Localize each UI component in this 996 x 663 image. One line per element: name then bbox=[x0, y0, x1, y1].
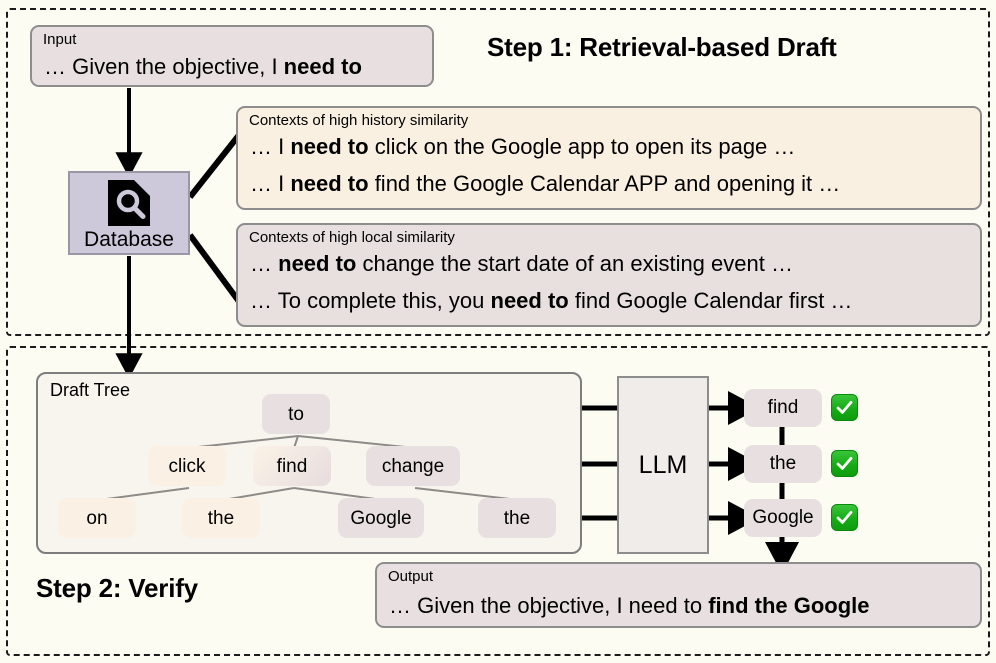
result-node-r3: Google bbox=[744, 499, 822, 537]
tree-node-label: Google bbox=[350, 507, 412, 529]
check-icon bbox=[831, 450, 858, 477]
context-box-history: Contexts of high history similarity … I … bbox=[236, 106, 982, 210]
tree-node-label: the bbox=[207, 507, 235, 529]
llm-block: LLM bbox=[617, 376, 709, 554]
tree-node-label: change bbox=[381, 455, 445, 477]
check-icon bbox=[831, 394, 858, 421]
result-node-r2: the bbox=[744, 445, 822, 483]
context-history-line-1: … I need to click on the Google app to o… bbox=[250, 134, 796, 159]
input-box-label: Input bbox=[43, 31, 77, 48]
context-local-line-2: … To complete this, you need to find Goo… bbox=[250, 288, 853, 313]
context-box-local: Contexts of high local similarity … need… bbox=[236, 223, 982, 327]
tree-node-find: find bbox=[253, 446, 331, 486]
document-search-icon bbox=[108, 180, 150, 226]
output-box-label: Output bbox=[388, 568, 434, 585]
tree-node-change: change bbox=[366, 446, 460, 486]
output-box: Output … Given the objective, I need to … bbox=[375, 562, 982, 628]
tree-node-on: on bbox=[58, 498, 136, 538]
tree-node-the-r: the bbox=[478, 498, 556, 538]
llm-label: LLM bbox=[638, 450, 688, 479]
context-history-label: Contexts of high history similarity bbox=[249, 112, 469, 129]
result-node-label: Google bbox=[752, 507, 814, 528]
tree-node-google: Google bbox=[338, 498, 424, 538]
context-history-line-2: … I need to find the Google Calendar APP… bbox=[250, 171, 841, 196]
database-label: Database bbox=[84, 228, 174, 251]
step1-title: Step 1: Retrieval-based Draft bbox=[487, 32, 837, 62]
database-node: Database bbox=[68, 171, 190, 255]
step2-panel bbox=[6, 346, 990, 656]
result-node-r1: find bbox=[744, 389, 822, 427]
tree-node-label: to bbox=[288, 403, 304, 425]
input-box: Input … Given the objective, I need to bbox=[30, 25, 434, 87]
step2-title: Step 2: Verify bbox=[36, 573, 198, 603]
tree-node-to: to bbox=[262, 394, 330, 434]
output-box-text: … Given the objective, I need to find th… bbox=[389, 593, 870, 618]
tree-node-the-l: the bbox=[182, 498, 260, 538]
result-node-label: the bbox=[769, 453, 797, 474]
tree-node-click: click bbox=[148, 446, 226, 486]
tree-node-label: find bbox=[276, 455, 308, 477]
draft-tree-title: Draft Tree bbox=[50, 380, 131, 400]
context-local-line-1: … need to change the start date of an ex… bbox=[250, 251, 793, 276]
check-icon bbox=[831, 504, 858, 531]
tree-node-label: the bbox=[503, 507, 531, 529]
tree-node-label: click bbox=[168, 455, 206, 477]
result-node-label: find bbox=[767, 397, 799, 418]
tree-node-label: on bbox=[86, 507, 108, 529]
input-box-text: … Given the objective, I need to bbox=[44, 54, 362, 79]
context-local-label: Contexts of high local similarity bbox=[249, 229, 455, 246]
step1-panel bbox=[6, 8, 990, 336]
